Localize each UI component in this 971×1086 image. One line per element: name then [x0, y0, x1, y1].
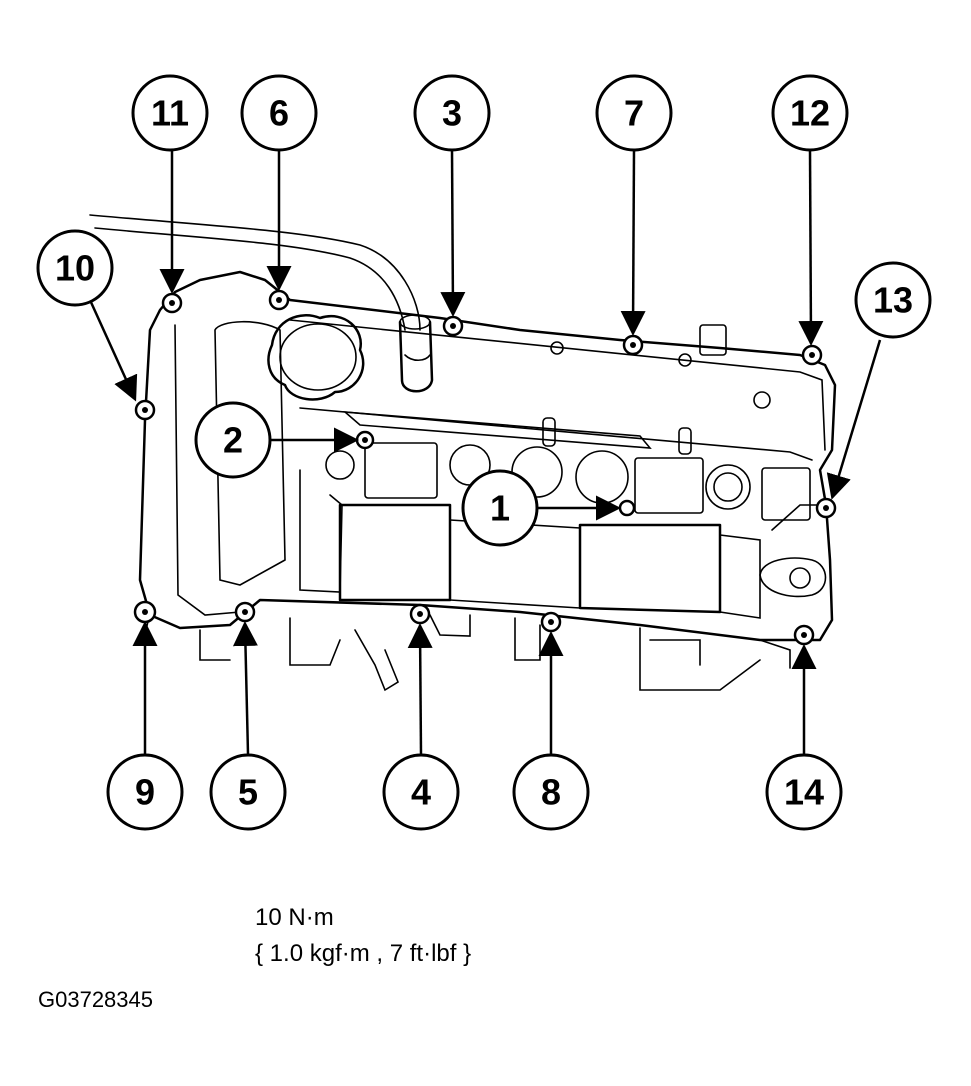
callout-3: 3: [413, 74, 491, 152]
svg-text:9: 9: [135, 772, 155, 813]
torque-spec-metric: 10 N·m: [255, 904, 334, 931]
bolt-5: [234, 601, 256, 623]
callout-11: 11: [131, 74, 209, 152]
svg-text:1: 1: [490, 488, 510, 529]
oil-filler-cap: [267, 314, 365, 401]
callout-4: 4: [382, 753, 460, 831]
callout-2: 2: [194, 401, 272, 479]
svg-text:4: 4: [411, 772, 431, 813]
svg-text:7: 7: [624, 93, 644, 134]
bolts: [133, 289, 837, 646]
leader-lines: [88, 149, 882, 755]
svg-text:3: 3: [442, 93, 462, 134]
bolt-9: [133, 600, 157, 624]
callout-13: 13: [854, 261, 932, 339]
svg-text:5: 5: [238, 772, 258, 813]
bolt-1: [618, 499, 636, 517]
callout-5: 5: [209, 753, 287, 831]
svg-text:10: 10: [55, 248, 95, 289]
figure-id: G03728345: [38, 987, 153, 1012]
callout-8: 8: [512, 753, 590, 831]
bolt-11: [161, 292, 183, 314]
svg-text:12: 12: [790, 93, 830, 134]
torque-spec: 10 N·m { 1.0 kgf·m , 7 ft·lbf }: [255, 900, 471, 972]
callout-1: 1: [461, 469, 539, 547]
bolt-7: [622, 334, 644, 356]
svg-text:2: 2: [223, 420, 243, 461]
callout-14: 14: [765, 753, 843, 831]
callout-6: 6: [240, 74, 318, 152]
bolt-12: [801, 344, 823, 366]
bolt-6: [268, 289, 290, 311]
svg-text:14: 14: [784, 772, 824, 813]
bolt-13: [815, 497, 837, 519]
callout-7: 7: [595, 74, 673, 152]
callout-9: 9: [106, 753, 184, 831]
svg-text:8: 8: [541, 772, 561, 813]
svg-text:13: 13: [873, 280, 913, 321]
svg-text:11: 11: [151, 93, 189, 134]
bolt-4: [409, 603, 431, 625]
svg-text:6: 6: [269, 93, 289, 134]
bolt-2: [355, 430, 375, 450]
bolt-3: [442, 315, 464, 337]
torque-spec-imperial: { 1.0 kgf·m , 7 ft·lbf }: [255, 940, 472, 967]
bolt-8: [540, 611, 562, 633]
bolt-14: [793, 624, 815, 646]
bolt-10: [134, 399, 156, 421]
callout-12: 12: [771, 74, 849, 152]
callout-10: 10: [36, 229, 114, 307]
